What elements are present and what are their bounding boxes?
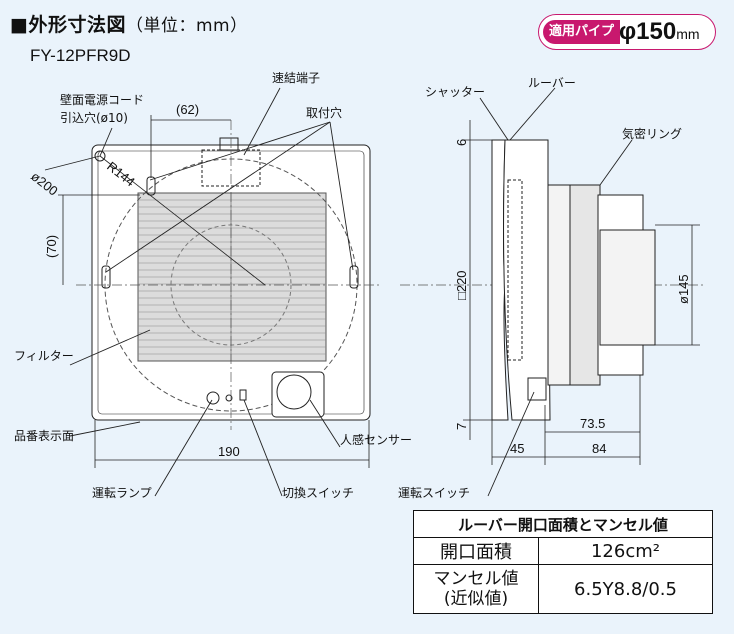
dim-220: □220 <box>454 270 469 300</box>
shutter-label: シャッター <box>425 85 485 99</box>
wall-cord-label: 壁面電源コード <box>60 92 144 107</box>
filter-label: フィルター <box>14 349 74 363</box>
pipe-badge: 適用パイプ φ150mm <box>538 14 716 50</box>
quick-terminal-tab <box>219 137 239 151</box>
human-sensor-lens <box>276 374 312 410</box>
switch-select-label: 切換スイッチ <box>282 486 354 500</box>
product-label-label: 品番表示面 <box>14 429 74 443</box>
dim-190: 190 <box>218 444 240 459</box>
munsell-key-line1: マンセル値 <box>433 569 519 589</box>
louver-spec-table: ルーバー開口面積とマンセル値 開口面積 126cm² マンセル値(近似値) 6.… <box>413 510 713 614</box>
louver-label: ルーバー <box>528 76 576 90</box>
mount-hole-right <box>349 265 359 289</box>
pipe-diameter: φ150 <box>619 18 677 45</box>
model-number: FY-12PFR9D <box>30 46 131 65</box>
dim-73-5: 73.5 <box>580 416 605 431</box>
opening-area-value: 126cm² <box>538 537 713 565</box>
title-text: ■外形寸法図 <box>10 14 126 36</box>
dim-70: (70) <box>44 235 59 258</box>
quick-terminal-label: 速結端子 <box>272 71 320 85</box>
grille-lines <box>138 193 326 361</box>
pipe-value: φ150mm <box>619 18 700 46</box>
unit-note: （単位：mm） <box>125 16 248 36</box>
munsell-key: マンセル値(近似値) <box>413 564 539 614</box>
pipe-tag: 適用パイプ <box>543 20 621 44</box>
leader-lines <box>69 87 354 497</box>
table-title: ルーバー開口面積とマンセル値 <box>413 510 713 538</box>
human-sensor-label: 人感センサー <box>340 432 412 447</box>
dim-6: 6 <box>454 139 469 146</box>
dim-62: (62) <box>176 102 199 117</box>
wall-cord-hole-label: 引込穴(ø10) <box>60 110 128 125</box>
munsell-value: 6.5Y8.8/0.5 <box>538 564 713 614</box>
page-title: ■外形寸法図（単位：mm） <box>10 10 248 37</box>
pipe-unit: mm <box>676 26 700 42</box>
run-lamp <box>206 391 220 405</box>
side-dim-lines <box>463 120 700 465</box>
dim-200: ø200 <box>28 169 61 199</box>
shutter-outline <box>507 179 523 361</box>
dim-45: 45 <box>510 441 524 456</box>
side-motor <box>599 229 656 346</box>
mount-hole-left <box>101 265 111 289</box>
quick-terminal-box <box>201 149 261 187</box>
run-lamp-dot <box>225 394 233 402</box>
side-leaders <box>479 87 633 497</box>
cord-hole <box>94 150 106 162</box>
side-run-switch <box>527 377 547 401</box>
side-body <box>503 139 551 421</box>
opening-area-key: 開口面積 <box>413 537 539 565</box>
munsell-key-line2: (近似値) <box>443 589 509 609</box>
dim-84: 84 <box>592 441 606 456</box>
airtight-ring-body <box>569 184 601 386</box>
dim-145: ø145 <box>676 274 691 304</box>
run-switch-label: 運転スイッチ <box>398 486 470 500</box>
airtight-ring-label: 気密リング <box>622 126 682 141</box>
run-lamp-label: 運転ランプ <box>92 486 152 500</box>
sensor-box <box>271 371 325 418</box>
select-switch <box>239 389 247 401</box>
mount-hole-label: 取付穴 <box>306 105 342 120</box>
dim-7: 7 <box>454 423 469 430</box>
